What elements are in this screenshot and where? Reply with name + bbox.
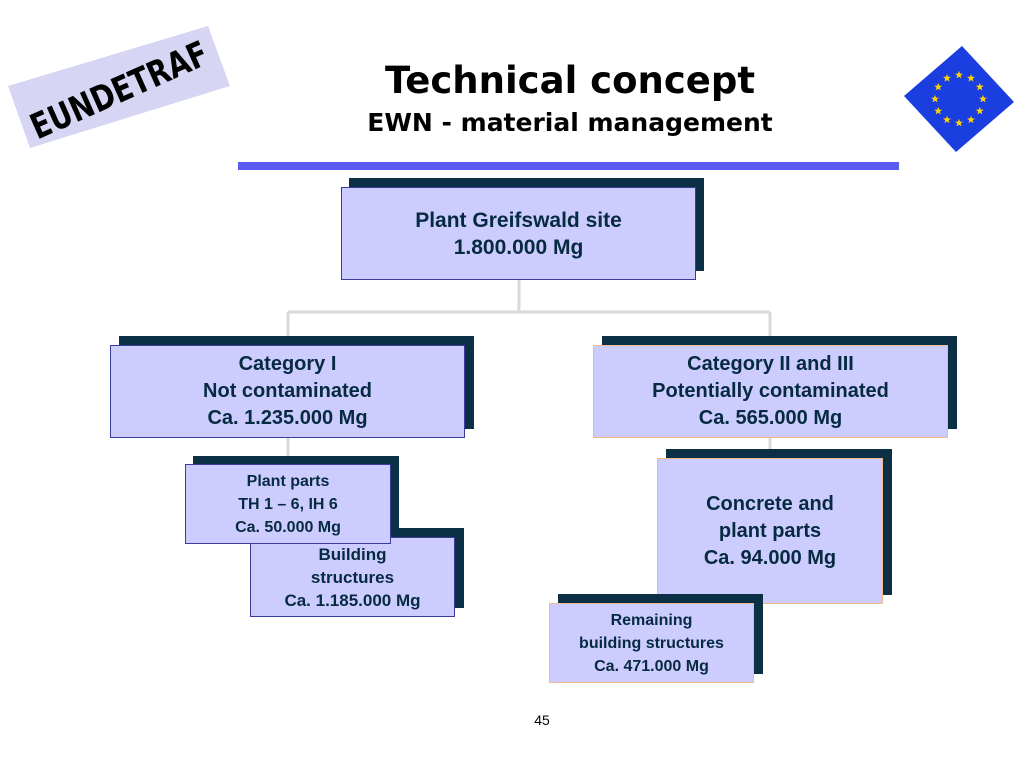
eu-flag-star [979,94,987,103]
eu-flag-star [934,82,943,91]
category-1-line-1: Category I [238,353,337,375]
category-2-node: Category II and III Potentially contamin… [593,345,948,438]
root-node: Plant Greifswald site 1.800.000 Mg [341,187,696,280]
remaining-building-structures-line-2: building structures [579,634,724,652]
eundetraf-logo: EUNDETRAF [8,26,230,156]
page-number: 45 [534,712,550,728]
eu-flag-star [975,82,984,91]
building-structures-line-2: structures [310,567,395,587]
eu-flag-star [931,94,939,103]
plant-parts-line-1: Plant parts [246,472,330,490]
concrete-plant-parts-line-2: plant parts [718,519,822,542]
eu-flag-star [955,118,963,127]
concrete-plant-parts-node: Concrete and plant parts Ca. 94.000 Mg [657,458,883,604]
remaining-building-structures-line-3: Ca. 471.000 Mg [594,657,709,675]
eu-flag-star [975,106,984,115]
eu-flag-star [967,74,975,82]
building-structures-node: Building structures Ca. 1.185.000 Mg [250,537,455,617]
root-node-line-2: 1.800.000 Mg [453,235,584,259]
building-structures-line-1: Building [318,544,387,564]
plant-parts-node: Plant parts TH 1 – 6, IH 6 Ca. 50.000 Mg [185,464,391,544]
category-1-node: Category I Not contaminated Ca. 1.235.00… [110,345,465,438]
eu-flag-star [943,115,951,124]
concrete-plant-parts-line-3: Ca. 94.000 Mg [703,546,837,569]
category-2-line-2: Potentially contaminated [652,380,889,402]
plant-parts-line-3: Ca. 50.000 Mg [235,518,341,536]
eu-flag-star [934,106,943,115]
slide-title: Technical concept [384,59,756,102]
remaining-building-structures-node: Remaining building structures Ca. 471.00… [549,603,754,683]
eu-flag-star [967,115,975,124]
eu-flag-icon [900,44,1018,154]
slide-subtitle: EWN - material management [367,108,773,137]
eu-flag-star [955,70,963,79]
root-node-line-1: Plant Greifswald site [415,208,622,232]
category-2-line-1: Category II and III [687,353,854,375]
concrete-plant-parts-line-1: Concrete and [706,492,834,515]
title-divider [238,162,899,170]
category-2-line-3: Ca. 565.000 Mg [698,407,843,429]
building-structures-line-3: Ca. 1.185.000 Mg [284,590,421,610]
plant-parts-line-2: TH 1 – 6, IH 6 [238,495,338,513]
category-1-line-2: Not contaminated [203,380,372,402]
eu-flag-star [943,74,951,82]
category-1-line-3: Ca. 1.235.000 Mg [207,407,368,429]
remaining-building-structures-line-1: Remaining [610,611,693,629]
eundetraf-logo-graphic: EUNDETRAF [8,26,230,148]
